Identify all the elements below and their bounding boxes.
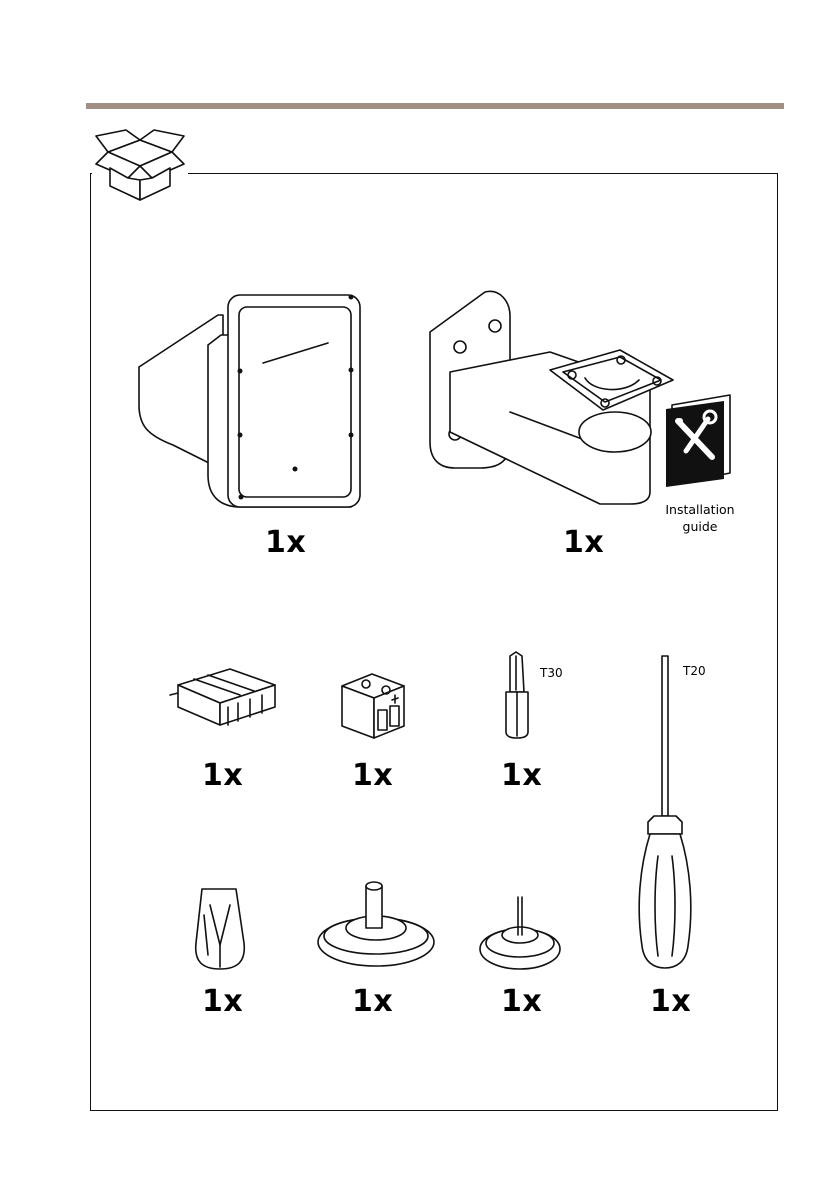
installation-guide-label: Installation guide bbox=[650, 501, 750, 535]
header-rule bbox=[86, 103, 784, 109]
power-connector-quantity: 1x bbox=[352, 761, 393, 791]
t30-bit-quantity: 1x bbox=[501, 761, 542, 791]
wall-bracket-quantity: 1x bbox=[563, 528, 604, 558]
multi-pin-connector-quantity: 1x bbox=[202, 761, 243, 791]
t20-screwdriver-illustration bbox=[636, 656, 696, 972]
cable-clip-quantity: 1x bbox=[202, 987, 243, 1017]
small-gasket-quantity: 1x bbox=[501, 987, 542, 1017]
camera-housing-quantity: 1x bbox=[265, 528, 306, 558]
multi-pin-connector-illustration bbox=[170, 667, 280, 727]
camera-housing-illustration bbox=[133, 275, 365, 511]
package-box-icon bbox=[92, 128, 188, 202]
t30-bit-illustration bbox=[502, 652, 532, 738]
installation-guide-icon bbox=[664, 395, 734, 487]
t30-bit-label: T30 bbox=[540, 667, 563, 679]
large-gasket-illustration bbox=[316, 880, 436, 970]
installation-guide-label-line1: Installation bbox=[650, 501, 750, 518]
wall-bracket-illustration bbox=[425, 292, 665, 512]
t20-screwdriver-quantity: 1x bbox=[650, 987, 691, 1017]
large-gasket-quantity: 1x bbox=[352, 987, 393, 1017]
t20-screwdriver-label: T20 bbox=[683, 665, 706, 677]
installation-guide-label-line2: guide bbox=[650, 518, 750, 535]
small-gasket-illustration bbox=[476, 893, 566, 973]
cable-clip-illustration bbox=[190, 885, 250, 973]
power-connector-illustration bbox=[332, 672, 412, 742]
